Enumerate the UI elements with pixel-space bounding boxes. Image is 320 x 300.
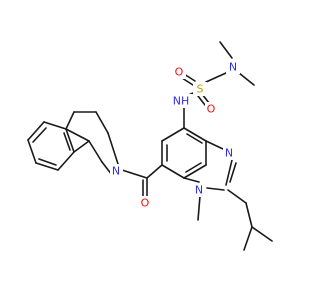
atom-s-sulfonyl: S [197, 83, 204, 96]
bond-s-o-top-a [181, 77, 194, 86]
bond-n-s [205, 72, 227, 83]
bond-benzo-6 [65, 128, 75, 153]
atom-nh-sulfonamide: NH [173, 95, 190, 108]
bond-imid-2 [225, 159, 233, 186]
bond-n-methyl [197, 195, 201, 221]
bond-isobutyl-4 [243, 226, 253, 251]
bond-imid-4 [183, 177, 200, 183]
bond-c7-carbonyl [146, 164, 163, 179]
atom-n-dimethyl: N [229, 61, 237, 74]
bond-isobutyl-3 [251, 226, 273, 242]
atom-o-sulfonyl-top: O [175, 66, 184, 79]
bond-thiq-7 [65, 128, 90, 142]
atom-n-imidazole-3: N [225, 147, 233, 160]
bond-ring-a4 [161, 164, 185, 179]
bond-ring-a3 [183, 164, 207, 179]
bond-benzo-ch2 [73, 140, 90, 153]
bond-ring-a-inner2 [185, 162, 202, 173]
bond-benzo-1 [43, 121, 67, 130]
bond-benzo-5 [57, 151, 75, 171]
bond-ring-a1 [183, 127, 207, 142]
atom-n-isoquinoline: N [112, 165, 120, 178]
atom-o-carbonyl: O [141, 197, 150, 210]
bond-imid-3 [206, 187, 225, 191]
bond-isobutyl-2 [245, 202, 253, 228]
molecule-diagram: N S O O NH N N N O [27, 41, 273, 251]
bond-imid-2b [229, 162, 237, 183]
bond-methyl-n-right [238, 72, 255, 86]
bond-thiq-3 [107, 132, 119, 165]
bond-thiq-2 [88, 140, 103, 163]
bond-methyl-n-up [219, 41, 233, 59]
bond-thiq-4 [95, 111, 109, 134]
bond-benzo-3 [27, 139, 37, 164]
bond-benzo-2 [27, 121, 45, 141]
bond-thiq-6 [65, 111, 75, 130]
bond-s-o-bottom-b [197, 95, 206, 106]
bond-ring-a-inner1 [186, 133, 203, 144]
bond-imid-1 [205, 140, 224, 150]
bond-benzo-inner2 [38, 158, 57, 166]
bond-benzo-4 [35, 162, 59, 171]
atom-o-sulfonyl-bottom: O [207, 103, 216, 116]
atom-labels: N S O O NH N N N O [110, 60, 240, 210]
bond-carbonyl-n [121, 169, 148, 179]
bond-benzo-inner3 [63, 132, 71, 151]
bond-ring-a6 [161, 127, 185, 142]
bond-isobutyl-1 [227, 189, 247, 204]
atom-n-imidazole-1: N [195, 184, 203, 197]
bond-benzo-inner1 [32, 127, 47, 143]
